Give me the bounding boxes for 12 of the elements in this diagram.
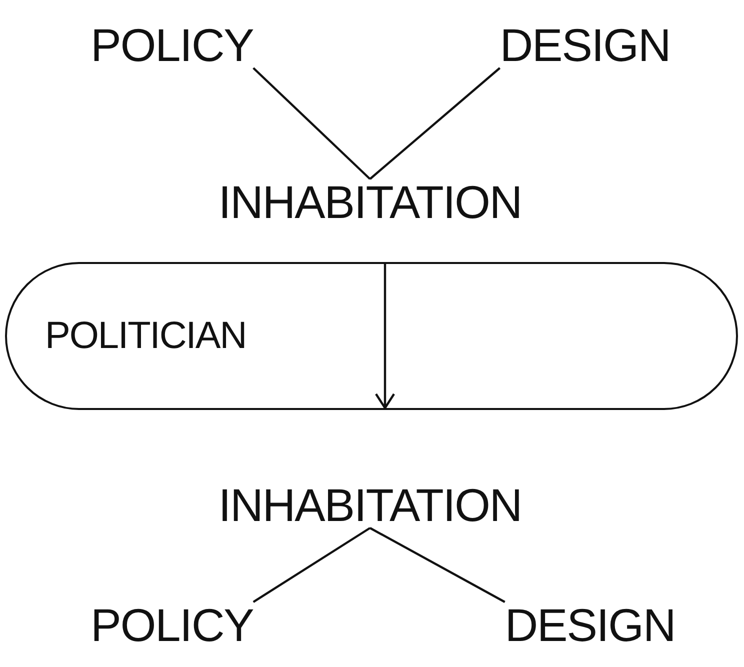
node-label: POLITICIAN xyxy=(45,317,246,355)
node-label: DESIGN xyxy=(504,602,676,648)
node-label: POLICY xyxy=(90,602,254,648)
node-label: INHABITATION xyxy=(218,482,522,528)
connector-line xyxy=(369,527,506,603)
rounded-box xyxy=(5,262,738,410)
node-label: INHABITATION xyxy=(218,179,522,225)
connector-line xyxy=(252,67,371,180)
connector-line xyxy=(252,527,371,603)
node-label: DESIGN xyxy=(500,22,670,68)
node-label: POLICY xyxy=(90,22,254,68)
connector-line xyxy=(369,67,501,180)
